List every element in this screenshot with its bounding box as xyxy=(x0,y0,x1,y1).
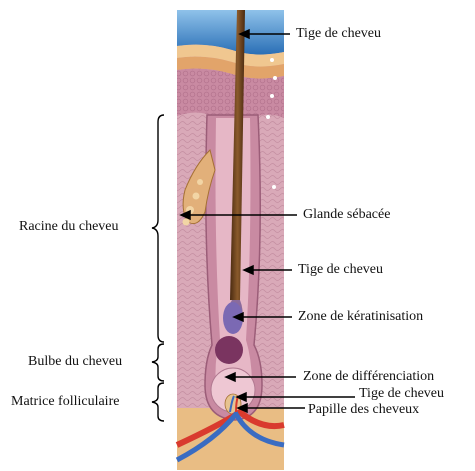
label-hair-papilla: Papille des cheveux xyxy=(308,402,419,418)
label-hair-root: Racine du cheveu xyxy=(19,219,119,235)
label-follicular-matrix: Matrice folliculaire xyxy=(11,394,119,410)
label-sebaceous-gland: Glande sébacée xyxy=(303,207,390,223)
left-braces xyxy=(152,115,164,421)
label-hair-bulb: Bulbe du cheveu xyxy=(28,354,122,370)
label-hair-shaft-mid: Tige de cheveu xyxy=(298,262,383,278)
label-hair-shaft-bottom: Tige de cheveu xyxy=(359,386,444,402)
label-differentiation-zone: Zone de différenciation xyxy=(303,369,434,385)
label-keratinization-zone: Zone de kératinisation xyxy=(298,309,423,325)
label-hair-shaft-top: Tige de cheveu xyxy=(296,26,381,42)
